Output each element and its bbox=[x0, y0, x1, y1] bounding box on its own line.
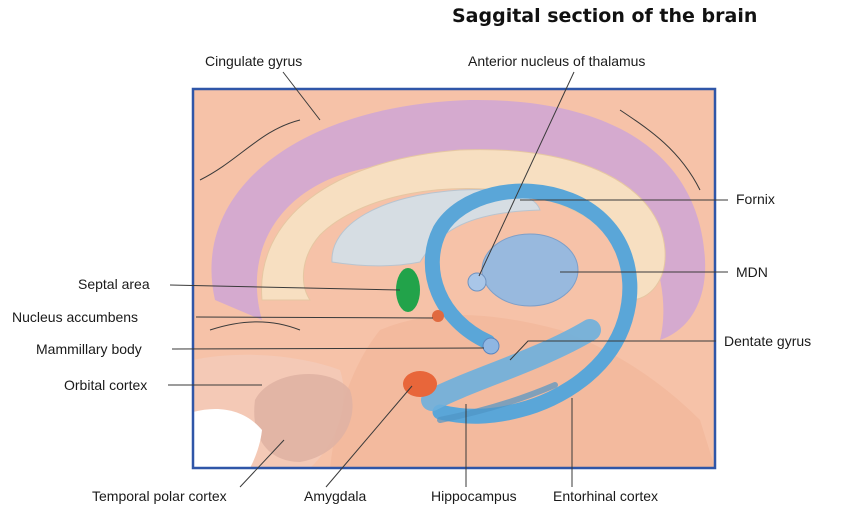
label-cingulate-gyrus: Cingulate gyrus bbox=[205, 53, 302, 69]
label-anterior-nucleus-thalamus: Anterior nucleus of thalamus bbox=[468, 53, 645, 69]
nucleus-accumbens bbox=[432, 310, 444, 322]
label-amygdala: Amygdala bbox=[304, 488, 366, 504]
label-mammillary-body: Mammillary body bbox=[36, 341, 142, 357]
label-nucleus-accumbens: Nucleus accumbens bbox=[12, 309, 138, 325]
label-temporal-polar-cortex: Temporal polar cortex bbox=[92, 488, 227, 504]
anterior-nucleus-thalamus bbox=[468, 273, 486, 291]
brain-illustration bbox=[193, 89, 715, 468]
label-entorhinal-cortex: Entorhinal cortex bbox=[553, 488, 658, 504]
mammillary-body bbox=[483, 338, 499, 354]
label-dentate-gyrus: Dentate gyrus bbox=[724, 333, 811, 349]
label-fornix: Fornix bbox=[736, 191, 775, 207]
label-orbital-cortex: Orbital cortex bbox=[64, 377, 147, 393]
label-septal-area: Septal area bbox=[78, 276, 150, 292]
amygdala bbox=[403, 371, 437, 397]
mdn-thalamus bbox=[482, 234, 578, 306]
label-hippocampus: Hippocampus bbox=[431, 488, 517, 504]
label-mdn: MDN bbox=[736, 264, 768, 280]
